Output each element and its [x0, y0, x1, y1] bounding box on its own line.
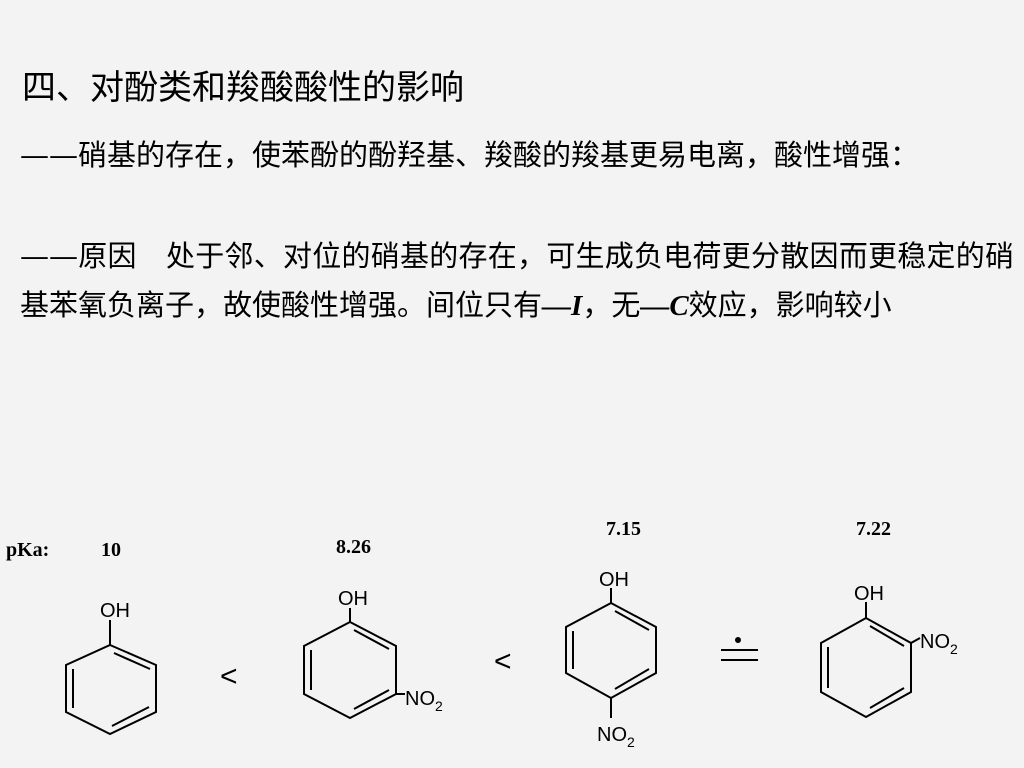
reason-text: ——原因 处于邻、对位的硝基的存在，可生成负电荷更分散因而更稳定的硝基苯氧负离子…: [20, 239, 1014, 322]
nitro-group-label: NO2: [597, 724, 635, 750]
inductive-effect-label: —I: [542, 290, 583, 322]
slide-title: 四、对酚类和羧酸酸性的影响: [22, 68, 464, 108]
oh-label: OH: [854, 583, 884, 605]
reason-text-end: 效应，影响较小: [688, 288, 892, 322]
reason-text-mid: ，无: [582, 288, 641, 322]
pka-phenol: 10: [101, 539, 121, 561]
approx-equal-sign: [721, 649, 758, 661]
pka-meta-nitrophenol: 8.26: [336, 536, 371, 558]
phenol-structure: [65, 620, 157, 736]
pka-ortho-nitrophenol: 7.22: [856, 518, 891, 540]
pka-label: pKa:: [6, 539, 50, 561]
oh-label: OH: [100, 600, 130, 622]
pka-para-nitrophenol: 7.15: [606, 518, 641, 540]
nitro-group-label: NO2: [405, 688, 443, 714]
oh-label: OH: [599, 569, 629, 591]
nitro-group-label: NO2: [920, 631, 958, 657]
paragraph-reason: ——原因 处于邻、对位的硝基的存在，可生成负电荷更分散因而更稳定的硝基苯氧负离子…: [20, 232, 1014, 331]
paragraph-nitro-effect: ——硝基的存在，使苯酚的酚羟基、羧酸的羧基更易电离，酸性增强：: [20, 138, 920, 172]
oh-label: OH: [338, 588, 368, 610]
ortho-nitrophenol-structure: [820, 602, 921, 719]
meta-nitrophenol-structure: [303, 608, 405, 720]
less-than-sign: <: [220, 660, 238, 693]
conjugative-effect-label: —C: [640, 290, 689, 322]
para-nitrophenol-structure: [565, 588, 657, 718]
less-than-sign: <: [494, 645, 512, 678]
